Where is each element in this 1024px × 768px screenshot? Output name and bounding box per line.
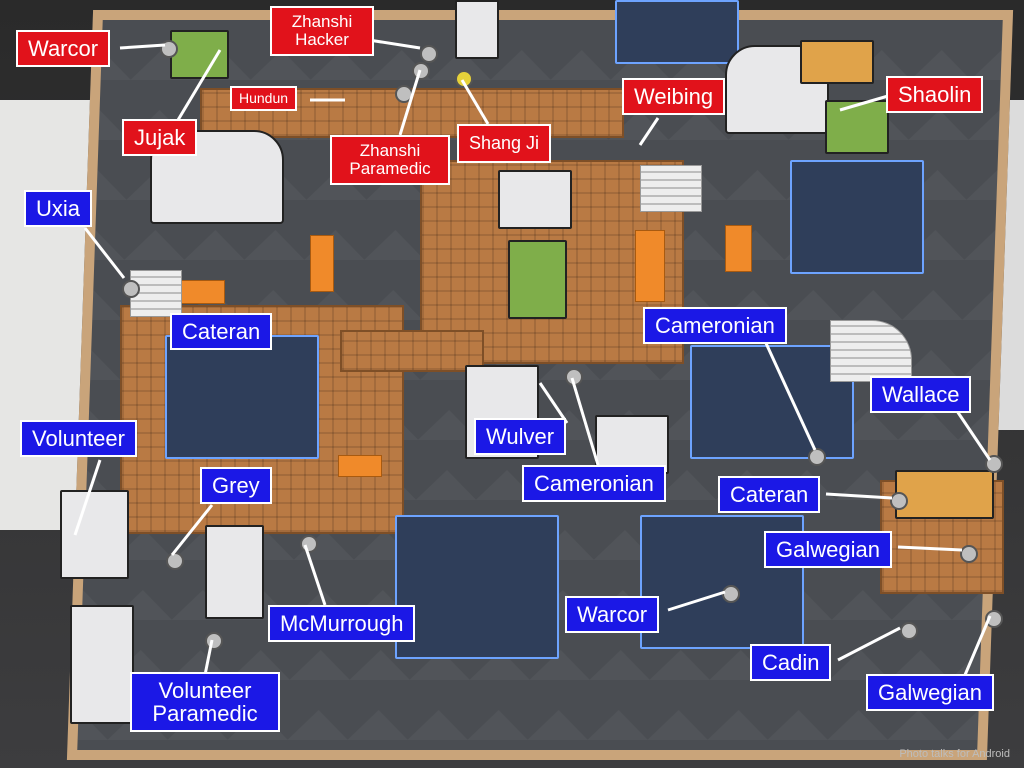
miniature-cameronian-top: [808, 448, 826, 466]
wall-orange-3: [338, 455, 382, 477]
container-right: [790, 160, 924, 274]
label-cateran-left: Cateran: [170, 313, 273, 351]
leader-uxia: [83, 227, 126, 279]
building-volunteer: [60, 490, 129, 579]
crate-top-mid: [800, 40, 874, 84]
wall-orange-5: [725, 225, 752, 272]
crate-shaolin: [825, 100, 889, 154]
leader-cadin: [837, 626, 901, 662]
leader-jujak: [176, 49, 222, 121]
miniature-cadin: [900, 622, 918, 640]
container-bottom-center: [395, 515, 559, 659]
leader-galwegian-top: [897, 545, 963, 552]
miniature-shang-ji: [455, 70, 473, 88]
wall-orange-4: [635, 230, 665, 302]
label-hundun: Hundun: [230, 86, 298, 111]
watermark: Photo talks for Android: [899, 748, 1010, 760]
container-cameronian: [690, 345, 854, 459]
leader-weibing: [638, 117, 660, 146]
crate-bottom-left: [70, 605, 134, 724]
crate-center-green: [508, 240, 567, 319]
leader-cameronian-top: [763, 340, 817, 451]
label-wulver: Wulver: [474, 418, 567, 456]
label-uxia: Uxia: [24, 190, 93, 228]
stairs-weibing: [640, 165, 702, 212]
leader-zhanshi-paramedic: [398, 69, 422, 136]
leader-shaolin: [839, 94, 889, 112]
miniature-galwegian-bottom: [985, 610, 1003, 628]
leader-warcor-red: [119, 43, 166, 50]
crate-grey: [205, 525, 264, 619]
miniature-uxia: [122, 280, 140, 298]
leader-warcor-blue: [667, 590, 726, 612]
leader-mcmurrough: [303, 544, 327, 606]
label-galwegian-top: Galwegian: [764, 531, 892, 569]
leader-cateran-right: [825, 492, 893, 500]
label-cadin: Cadin: [750, 644, 832, 682]
label-jujak: Jujak: [122, 119, 198, 157]
leader-grey: [170, 504, 214, 556]
wall-orange-2: [310, 235, 334, 292]
platform-bridge: [340, 330, 484, 372]
crate-jujak: [170, 30, 229, 79]
label-wallace: Wallace: [870, 376, 972, 414]
label-zhanshi-paramedic: Zhanshi Paramedic: [330, 135, 450, 185]
crate-center-top: [498, 170, 572, 229]
label-shang-ji: Shang Ji: [457, 124, 552, 163]
leader-volunteer: [73, 459, 102, 536]
miniature-mcmurrough: [300, 535, 318, 553]
label-volunteer-paramedic: Volunteer Paramedic: [130, 672, 280, 733]
wall-orange-1: [178, 280, 225, 304]
label-weibing: Weibing: [622, 78, 726, 116]
container-cateran-left: [165, 335, 319, 459]
label-galwegian-bottom: Galwegian: [866, 674, 994, 712]
container-top-right: [615, 0, 739, 64]
leader-shang-ji: [460, 79, 490, 125]
leader-wallace: [953, 407, 992, 461]
label-zhanshi-hacker: Zhanshi Hacker: [270, 6, 374, 56]
leader-cameronian-bottom: [570, 377, 600, 466]
leader-galwegian-bottom: [963, 615, 992, 676]
label-warcor-red: Warcor: [16, 30, 111, 68]
label-grey: Grey: [200, 467, 272, 505]
label-volunteer: Volunteer: [20, 420, 137, 458]
label-warcor-blue: Warcor: [565, 596, 660, 634]
miniature-zhanshi-hacker: [420, 45, 438, 63]
label-shaolin: Shaolin: [886, 76, 984, 114]
label-mcmurrough: McMurrough: [268, 605, 416, 643]
label-cameronian-top: Cameronian: [643, 307, 787, 345]
miniature-galwegian-top: [960, 545, 978, 563]
crate-top-center: [455, 0, 499, 59]
miniature-cateran-right: [890, 492, 908, 510]
label-cameronian-bottom: Cameronian: [522, 465, 666, 503]
leader-volunteer-paramedic: [203, 639, 214, 676]
label-cateran-right: Cateran: [718, 476, 821, 514]
leader-wulver: [538, 382, 569, 424]
